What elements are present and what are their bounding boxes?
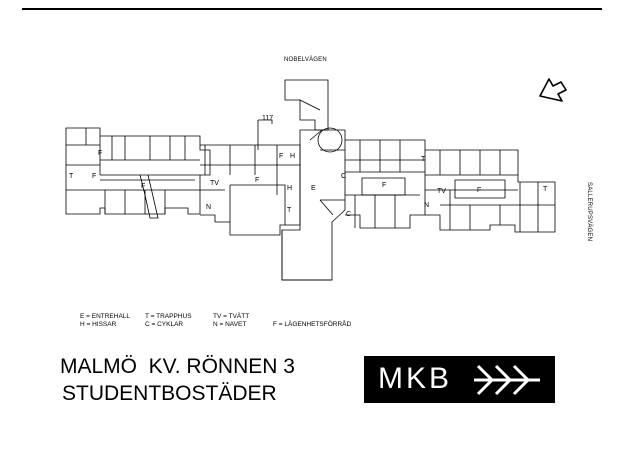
space-label: H xyxy=(287,185,292,192)
legend-entry-entrehall: E = ENTREHALL xyxy=(80,313,131,320)
space-labels: F T F F F H TV F H N T E C C T F TV F T … xyxy=(69,150,548,218)
logo-text: MKB xyxy=(378,362,453,395)
space-label: F xyxy=(279,153,283,160)
space-label: C xyxy=(346,211,351,218)
room-number: 117 xyxy=(262,115,273,122)
space-label: T xyxy=(421,156,426,163)
space-label: H xyxy=(290,153,295,160)
legend-entry-trapphus: T = TRAPPHUS xyxy=(145,313,192,320)
legend-entry-tvatt: TV = TVÄTT xyxy=(213,313,250,320)
space-label: F xyxy=(477,187,481,194)
space-label: F xyxy=(92,173,96,180)
plan-walls xyxy=(65,79,556,281)
title-line-1: MALMÖ KV. RÖNNEN 3 xyxy=(60,355,295,378)
space-label: F xyxy=(382,182,386,189)
title-line-2: STUDENTBOSTÄDER xyxy=(62,382,277,405)
space-label: T xyxy=(69,173,74,180)
space-label: TV xyxy=(210,180,219,187)
legend-entry-navet: N = NAVET xyxy=(213,321,247,328)
north-arrow-icon xyxy=(539,78,567,102)
space-label: E xyxy=(311,185,316,192)
space-label: F xyxy=(141,183,145,190)
space-label: F xyxy=(255,177,259,184)
street-label-top: NOBELVÄGEN xyxy=(284,57,327,63)
space-label: F xyxy=(98,150,102,157)
space-label: N xyxy=(424,202,429,209)
mkb-logo: MKB xyxy=(364,356,555,403)
logo-chevrons-icon xyxy=(474,364,540,396)
space-label: TV xyxy=(437,188,446,195)
space-label: T xyxy=(287,207,292,214)
legend-entry-cyklar: C = CYKLAR xyxy=(145,321,184,328)
legend-entry-hissar: H = HISSAR xyxy=(80,321,117,328)
legend-entry-lagenhetsforrad: F = LÄGENHETSFÖRRÅD xyxy=(273,321,352,328)
space-label: T xyxy=(543,186,548,193)
street-label-right: SALLERUPSVÄGEN xyxy=(586,182,592,242)
space-label: C xyxy=(341,173,346,180)
top-rule xyxy=(22,8,602,10)
space-label: N xyxy=(206,204,211,211)
